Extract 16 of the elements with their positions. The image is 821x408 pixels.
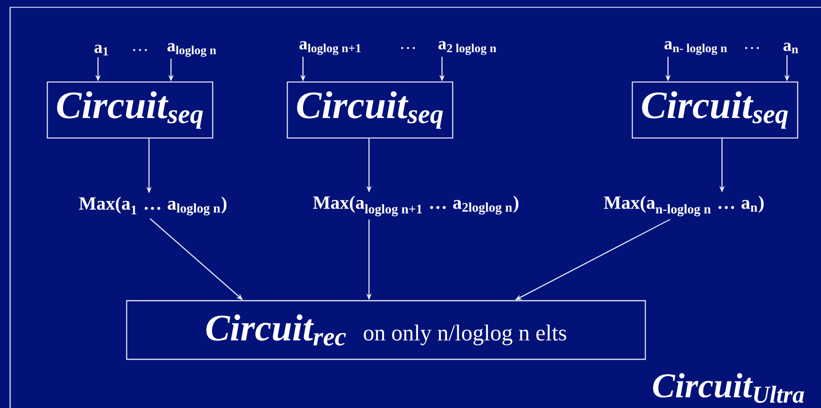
input-label: $\text{a}_{\text{1}}$ (94, 44, 108, 56)
ellipsis: … (745, 46, 759, 50)
input-label: $\text{a}_{\text{n- loglog n}}$ (664, 41, 727, 55)
circuit-box: Circuit$_{seq}$ (286, 81, 454, 139)
circuit-box: Circuit$_{seq}$ (46, 81, 214, 139)
input-label: $\text{a}_{\text{loglog n+1}}$ (299, 41, 361, 55)
max-label: $\text{Max(a}_{\text{n-loglog n}}\;\text{…}\;\text{a}_{\text{n}}\text{)}$ (604, 196, 764, 216)
circuit-box: Circuit$_{seq}$ (632, 81, 798, 139)
input-label: $\text{a}_{\text{loglog n}}$ (167, 43, 216, 57)
ellipsis: … (133, 48, 147, 52)
max-label: $\text{Max(a}_{\text{1}}\;\text{…}\;\text{a}_{\text{loglog n}}\text{)}$ (79, 196, 226, 216)
ellipsis: … (401, 46, 415, 50)
circuit-box: Circuit$_{rec}$ on only n/loglog n elts (126, 300, 646, 360)
input-label: $\text{a}_{\text{2 loglog n}}$ (438, 41, 496, 55)
input-label: $\text{a}_{\text{n}}$ (783, 42, 798, 54)
max-label: $\text{Max(a}_{\text{loglog n+1}}\;\text{…}\;\text{a}_{\text{2loglog n}}\text{)}$ (313, 196, 518, 216)
